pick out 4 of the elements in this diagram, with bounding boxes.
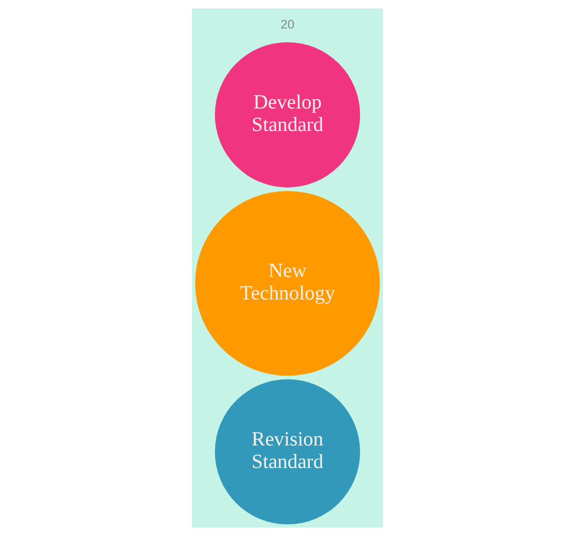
label: 20: [280, 18, 294, 32]
node-circle: New Technology: [194, 190, 380, 376]
node-circle: Develop Standard: [214, 42, 360, 188]
node-circle: Revision Standard: [214, 379, 360, 524]
